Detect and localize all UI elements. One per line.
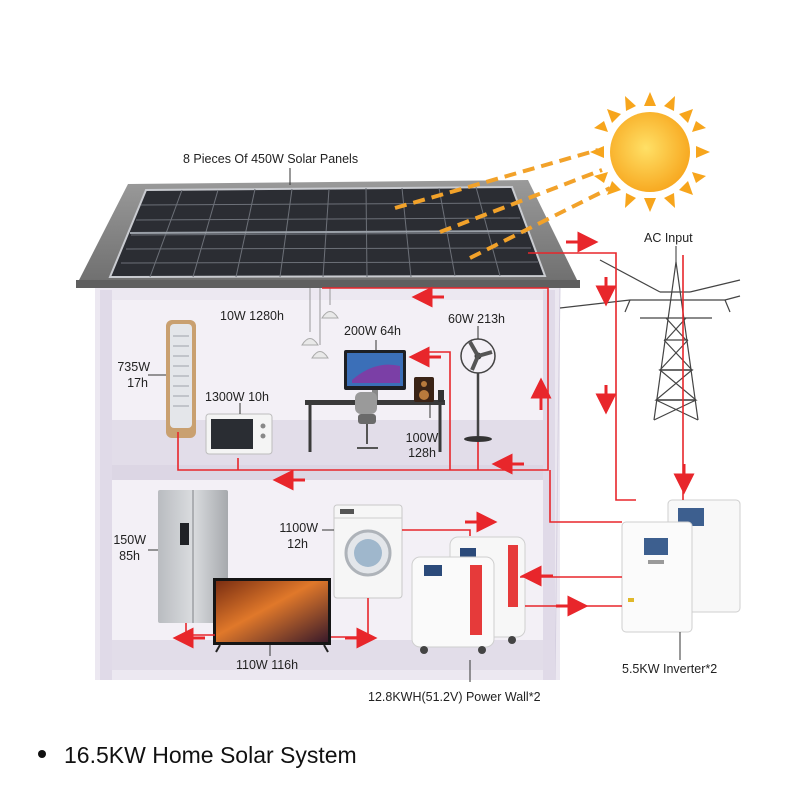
flow-arrows: [172, 231, 695, 649]
computer-label: 200W 64h: [344, 324, 401, 338]
ceiling-lamps-icon: [301, 288, 339, 359]
fan-label: 60W 213h: [448, 312, 505, 326]
lamp-label: 10W 1280h: [220, 309, 284, 323]
washer-hours-label: 12h: [287, 537, 308, 551]
solar-panels-label: 8 Pieces Of 450W Solar Panels: [183, 152, 359, 166]
fridge-hours-label: 85h: [119, 549, 140, 563]
label-leaders: [148, 168, 681, 682]
inverters-icon: [621, 499, 741, 633]
sun: [590, 92, 710, 212]
ac-unit-hours-label: 17h: [127, 376, 148, 390]
ac-input-label: AC Input: [644, 231, 693, 245]
tv-label: 110W 116h: [236, 658, 299, 672]
washer-power-label: 1100W: [279, 521, 318, 535]
power-wall-label: 12.8KWH(51.2V) Power Wall*2: [368, 690, 541, 704]
computer-desk-icon: [305, 350, 445, 452]
solar-panel-array: [108, 185, 547, 279]
refrigerator-icon: [158, 490, 228, 623]
washing-machine-icon: [333, 504, 403, 599]
speaker-power-label: 100W: [405, 431, 439, 445]
tower-air-conditioner-icon: [166, 320, 196, 438]
microwave-label: 1300W 10h: [205, 390, 269, 404]
caption: 16.5KW Home Solar System: [38, 742, 357, 769]
caption-text: 16.5KW Home Solar System: [64, 742, 357, 768]
microwave-icon: [205, 413, 273, 455]
ac-unit-power-label: 735W: [117, 360, 150, 374]
power-wall-batteries-icon: [411, 536, 526, 654]
speaker-hours-label: 128h: [408, 446, 436, 460]
television-icon: [213, 578, 331, 653]
inverter-label: 5.5KW Inverter*2: [622, 662, 718, 676]
power-tower: [559, 259, 741, 421]
fridge-power-label: 150W: [113, 533, 146, 547]
speaker-icon: [414, 377, 444, 402]
bullet-icon: [38, 749, 46, 758]
sun-rays: [394, 148, 611, 260]
